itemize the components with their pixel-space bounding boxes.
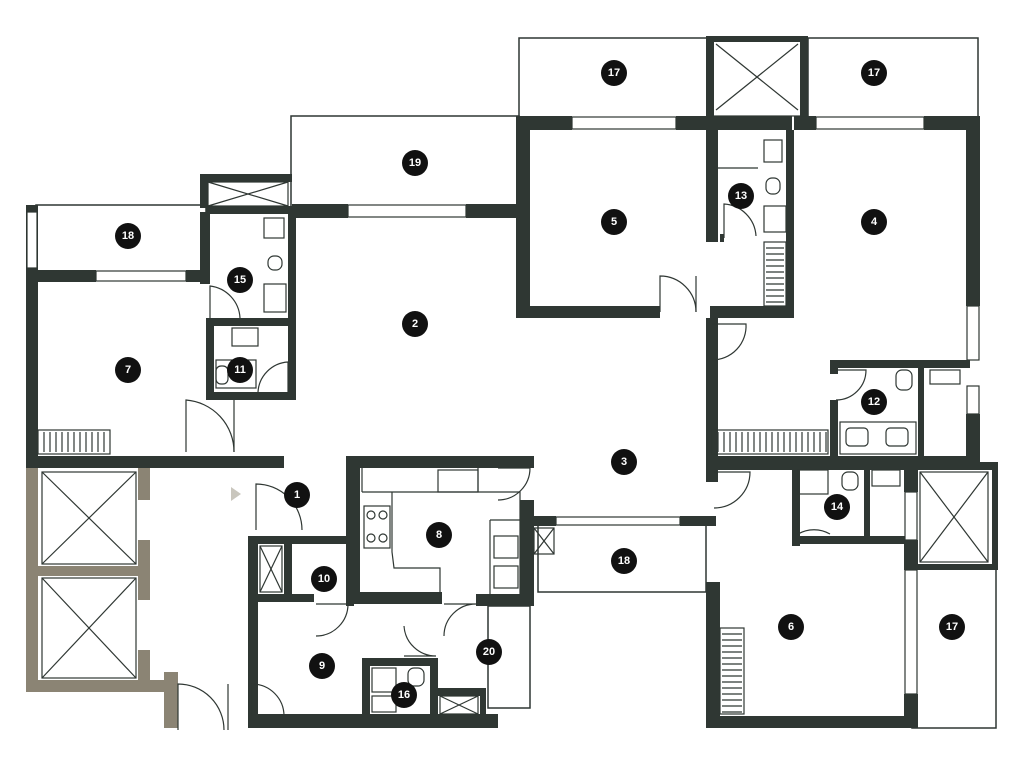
walls (26, 116, 998, 728)
svg-text:15: 15 (234, 274, 246, 286)
door-bedroom-5 (659, 275, 697, 313)
room-markers: 1 2 3 4 5 6 7 8 9 10 11 12 13 14 15 16 1… (115, 60, 965, 708)
room-marker-18-left: 18 (115, 223, 141, 249)
room-marker-15: 15 (227, 267, 253, 293)
shaft-kitchen (533, 527, 555, 555)
balcony-top-right-17 (807, 37, 979, 119)
svg-text:2: 2 (412, 318, 418, 330)
door-bath-13 (723, 203, 757, 238)
fridge (493, 535, 519, 559)
stove (363, 505, 391, 549)
svg-text:7: 7 (125, 364, 131, 376)
wardrobe-bedroom-4 (711, 429, 829, 455)
door-bedroom-7 (185, 399, 235, 453)
svg-text:6: 6 (788, 621, 794, 633)
windows (26, 116, 980, 695)
room-marker-7: 7 (115, 357, 141, 383)
shaft-small-top (207, 181, 289, 207)
washer (493, 565, 519, 589)
svg-text:14: 14 (831, 501, 844, 513)
svg-text:17: 17 (608, 67, 620, 79)
svg-text:18: 18 (618, 555, 630, 567)
wardrobe-hatching (43, 247, 827, 713)
shaft-wall-stub-2 (138, 540, 150, 600)
room-marker-17-right: 17 (939, 614, 965, 640)
room-marker-13: 13 (728, 183, 754, 209)
door-bath-12 (835, 369, 867, 401)
room-marker-10: 10 (311, 566, 337, 592)
shaft-wall-bottom (26, 680, 176, 692)
shaft-right (919, 471, 989, 563)
room-marker-16: 16 (391, 682, 417, 708)
lift-shaft-area (26, 468, 241, 728)
door-kitchen (497, 467, 531, 501)
svg-text:10: 10 (318, 573, 330, 585)
room-marker-11: 11 (227, 357, 253, 383)
room-marker-18-center: 18 (611, 548, 637, 574)
door-room-20-a (443, 603, 477, 637)
svg-text:4: 4 (871, 216, 878, 228)
door-main-entry (177, 683, 225, 731)
svg-text:16: 16 (398, 689, 410, 701)
svg-text:17: 17 (946, 621, 958, 633)
door-utility-10 (315, 603, 349, 637)
room-marker-3: 3 (611, 449, 637, 475)
svg-text:18: 18 (122, 230, 134, 242)
room-marker-2: 2 (402, 311, 428, 337)
svg-text:12: 12 (868, 396, 880, 408)
room-marker-20: 20 (476, 639, 502, 665)
wardrobe-bedroom-6 (719, 627, 745, 715)
svg-text:20: 20 (483, 646, 495, 658)
doors (177, 203, 867, 731)
room-marker-9: 9 (309, 653, 335, 679)
balcony-17-right (911, 567, 997, 729)
room-marker-8: 8 (426, 522, 452, 548)
room-marker-19: 19 (402, 150, 428, 176)
door-room-9 (251, 683, 285, 717)
door-bath-15 (209, 285, 241, 320)
shaft-utility (259, 545, 283, 593)
wardrobe-bath-13 (763, 241, 787, 307)
svg-text:13: 13 (735, 190, 747, 202)
room-marker-4: 4 (861, 209, 887, 235)
room-marker-17-top-left: 17 (601, 60, 627, 86)
lift-2 (41, 577, 137, 679)
lift-1 (41, 471, 137, 565)
room-marker-1: 1 (284, 482, 310, 508)
shaft-bottom (439, 695, 479, 715)
svg-text:9: 9 (319, 660, 325, 672)
service-shafts (207, 36, 989, 715)
door-bedroom-4 (711, 323, 747, 361)
svg-text:17: 17 (868, 67, 880, 79)
door-bedroom-6 (713, 471, 751, 509)
svg-text:3: 3 (621, 456, 627, 468)
door-room-20-b (403, 625, 437, 657)
entry-arrow-icon (231, 487, 241, 501)
room-marker-14: 14 (824, 494, 850, 520)
fixtures (37, 139, 961, 715)
svg-text:19: 19 (409, 157, 421, 169)
shaft-wall-stub-4 (164, 672, 178, 728)
shaft-wall-mid (38, 566, 150, 576)
room-marker-17-top-right: 17 (861, 60, 887, 86)
wardrobe-bedroom-7 (37, 429, 111, 455)
svg-text:1: 1 (294, 489, 300, 501)
svg-text:5: 5 (611, 216, 617, 228)
svg-text:8: 8 (436, 529, 442, 541)
kitchen-sink (437, 469, 479, 493)
door-bath-14 (797, 502, 831, 536)
door-bath-11 (257, 361, 289, 394)
room-marker-6: 6 (778, 614, 804, 640)
shaft-wall-stub-3 (138, 650, 150, 682)
room-marker-12: 12 (861, 389, 887, 415)
shaft-wall-stub-1 (138, 468, 150, 500)
svg-text:11: 11 (234, 364, 246, 376)
room-marker-5: 5 (601, 209, 627, 235)
shaft-wall-left (26, 468, 38, 690)
